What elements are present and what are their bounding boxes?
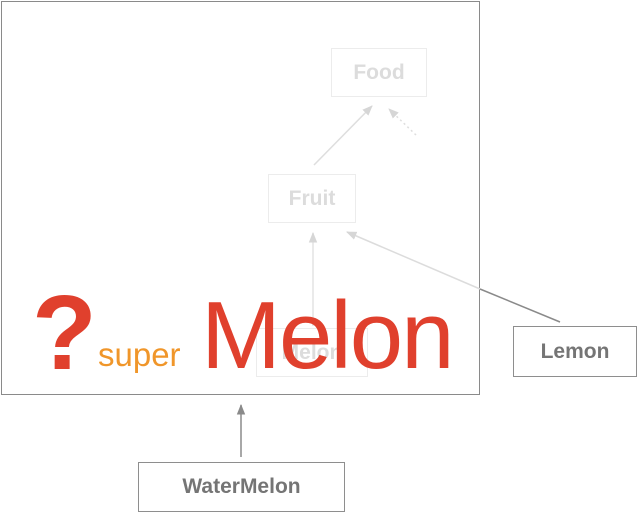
lemon-node: Lemon	[513, 326, 637, 377]
watermelon-node-label: WaterMelon	[182, 475, 301, 498]
fruit-to-food-arrow	[313, 105, 373, 166]
melon-scope-frame	[1, 1, 480, 395]
melon-big-text: Melon	[201, 282, 454, 389]
question-mark-text: ?	[32, 274, 97, 392]
lemon-to-fruit-arrow-solid	[479, 288, 561, 323]
food-node-label: Food	[353, 60, 405, 84]
melon-node-label: Melon	[281, 340, 343, 364]
food-node: Food	[331, 48, 427, 97]
super-keyword-text: super	[98, 336, 181, 373]
fruit-node-label: Fruit	[288, 186, 336, 210]
watermelon-node: WaterMelon	[138, 462, 345, 512]
dotted-to-food-arrow	[388, 108, 417, 136]
fruit-node: Fruit	[268, 174, 356, 223]
lemon-to-fruit-arrow-faded	[346, 231, 481, 290]
melon-node: Melon	[256, 328, 368, 377]
lemon-node-label: Lemon	[540, 339, 610, 363]
